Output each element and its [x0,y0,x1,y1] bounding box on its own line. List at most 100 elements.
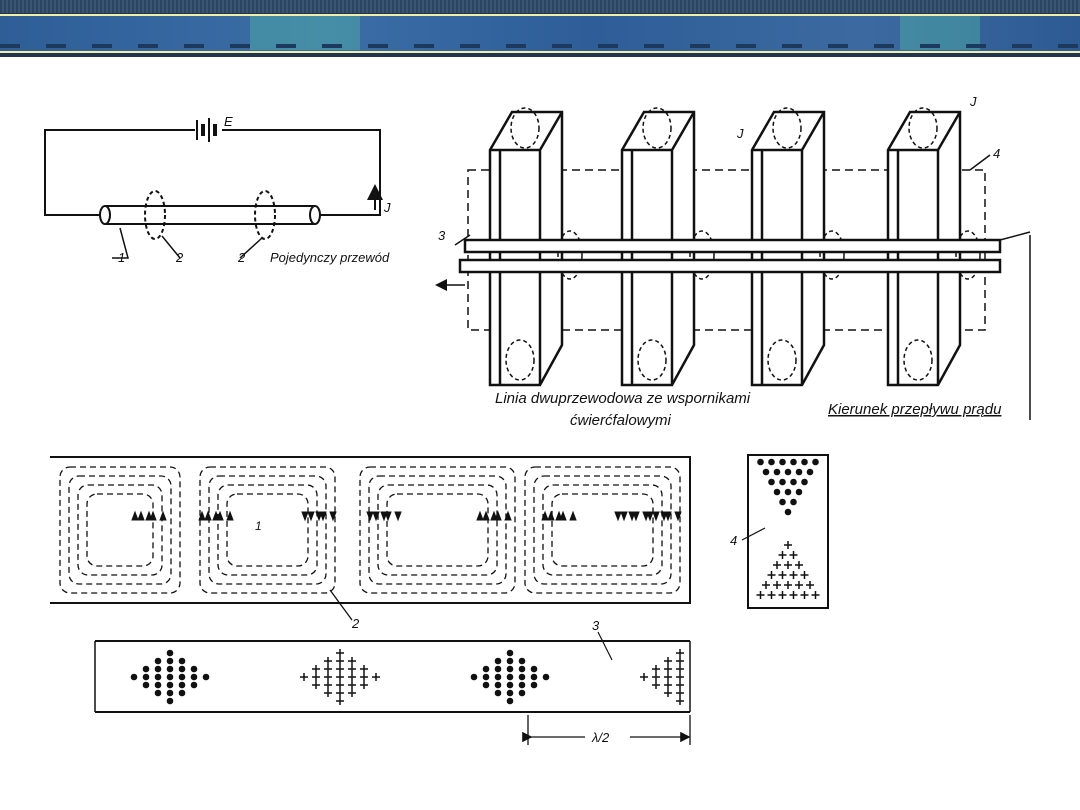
field-line-loop [386,493,489,567]
positive-charge-plus [652,665,660,673]
waveguide-wall [50,456,691,604]
positive-charge-plus [324,681,332,689]
cross-section [741,454,829,609]
positive-charge-plus [312,673,320,681]
negative-charge-dot [790,478,797,486]
positive-charge-plus [336,657,344,665]
negative-charge-dot [518,673,526,681]
positive-charge-plus [312,681,320,689]
negative-charge-dot [518,657,526,665]
positive-charge-plus [336,649,344,657]
e-field-arrow [137,510,145,521]
negative-charge-dot [768,458,775,466]
positive-charge-plus [784,581,792,589]
positive-charge-plus [773,581,781,589]
negative-charge-dot [784,488,792,496]
e-field-arrow [198,510,206,521]
wire-cylinder [99,205,321,225]
magnetic-field-loop [637,339,667,381]
e-field-arrow [319,511,327,522]
positive-charge-plus [336,673,344,681]
negative-charge-dot [790,498,797,506]
negative-charge-dot [779,478,786,486]
negative-charge-dot [779,458,786,466]
magnetic-field-loop [689,230,715,280]
positive-charge-plus [312,665,320,673]
negative-charge-dot [506,649,514,657]
negative-charge-dot [494,673,502,681]
negative-charge-dot [784,508,792,516]
e-field-arrow [372,511,380,522]
positive-charge-plus [372,673,380,681]
single-wire-circuit [44,118,383,259]
negative-charge-dot [494,689,502,697]
leader-line [454,234,471,246]
banner-top-strip [0,0,1080,13]
field-line-loop [199,466,336,594]
positive-charge-plus [348,689,356,697]
positive-charge-plus [664,665,672,673]
e-field-arrow [504,510,512,521]
positive-charge-plus [800,571,809,579]
positive-charge-plus [324,673,332,681]
negative-charge-dot [768,478,775,486]
positive-charge-plus [300,673,308,681]
label-3: 3 [592,618,600,633]
current-label: J [383,200,391,215]
negative-charge-dot [154,689,162,697]
field-line-loop [68,475,172,585]
negative-charge-dot [801,458,808,466]
half-wavelength-dimension [522,715,691,745]
e-field-arrow [652,511,660,522]
positive-charge-plus [795,561,803,569]
e-field-arrow [226,510,234,521]
negative-charge-dot [494,665,502,673]
negative-charge-dot [506,665,514,673]
negative-charge-dot [506,697,514,705]
magnetic-field-loop [908,107,938,149]
field-line-loop [542,484,663,576]
circuit-caption: Pojedynczy przewód [270,250,390,265]
field-line-loop [524,466,681,594]
label-2: 2 [351,616,360,631]
positive-charge-plus [360,673,368,681]
positive-charge-plus [336,665,344,673]
positive-charge-plus [336,697,344,705]
field-line-loop [86,493,154,567]
leader-line [329,589,353,621]
negative-charge-dot [178,665,186,673]
negative-charge-dot [806,468,814,476]
negative-charge-dot [166,681,174,689]
leader-lines [112,227,263,259]
negative-charge-dot [166,689,174,697]
magnetic-field-loop [772,107,802,149]
magnetic-field-loop [955,230,981,280]
positive-charge-plus [676,697,684,705]
positive-charge-plus [676,649,684,657]
slide-header-banner [0,0,1080,57]
label-2b: 2 [237,250,246,265]
negative-charge-dot [762,468,770,476]
banner-dash-line [0,44,1080,48]
negative-charge-dot [166,649,174,657]
positive-charge-plus [324,665,332,673]
positive-charge-plus [360,665,368,673]
negative-charge-dot [506,681,514,689]
leader-line [969,154,991,171]
negative-charge-dot [801,478,808,486]
e-field-arrow [547,510,555,521]
e-field-arrow [632,511,640,522]
positive-charge-plus [348,673,356,681]
battery-label: E [224,114,233,129]
negative-charge-dot [494,681,502,689]
field-line-loop [368,475,507,585]
positive-charge-plus [676,689,684,697]
positive-charge-plus [652,673,660,681]
positive-charge-plus [676,681,684,689]
positive-charge-plus [676,657,684,665]
positive-charge-plus [784,541,792,549]
positive-charge-plus [800,591,809,599]
current-label: J [969,94,977,109]
negative-charge-dot [790,458,797,466]
